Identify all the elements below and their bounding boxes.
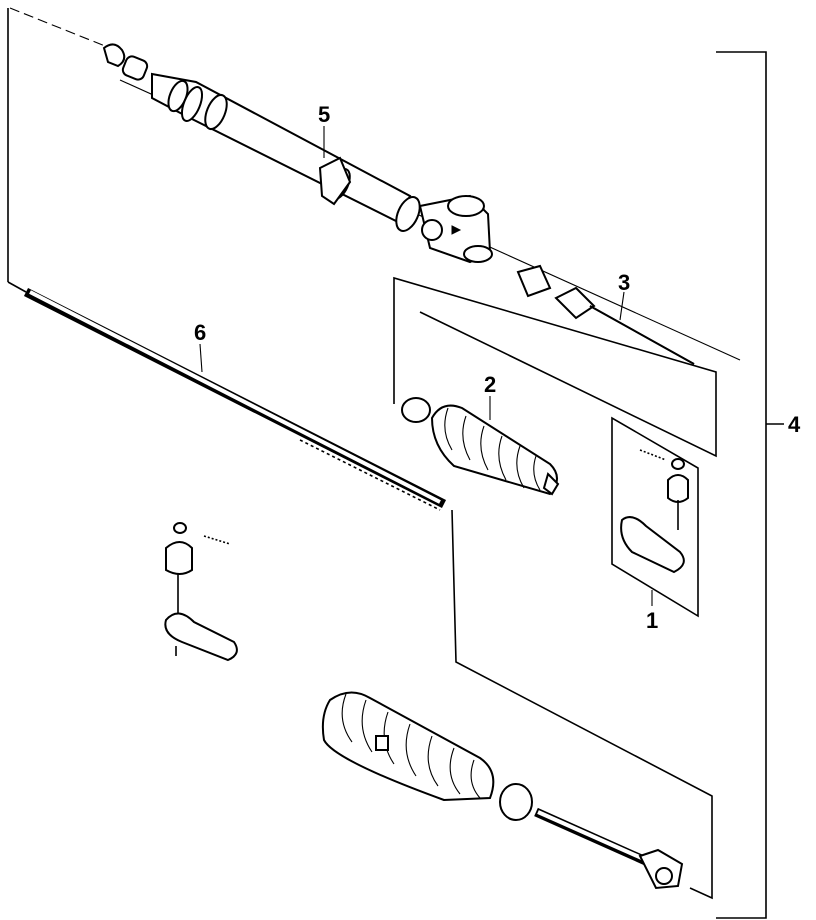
rack-boot-upper: [401, 397, 560, 496]
callout-3: 3: [618, 270, 630, 295]
callout-1: 1: [646, 608, 658, 633]
rack-boot-lower: [321, 691, 684, 890]
tie-rod-end-kit: [620, 449, 689, 574]
callout-2: 2: [484, 372, 496, 397]
outer-tie-rod-end: [164, 522, 238, 662]
steering-rack-bar: [23, 287, 447, 511]
rack-housing-assembly: [102, 43, 552, 298]
inner-tie-rod: [554, 286, 695, 365]
callout-5: 5: [318, 102, 330, 127]
callout-4: 4: [788, 412, 801, 437]
callout-leaders: [199, 126, 653, 606]
callout-6: 6: [194, 320, 206, 345]
